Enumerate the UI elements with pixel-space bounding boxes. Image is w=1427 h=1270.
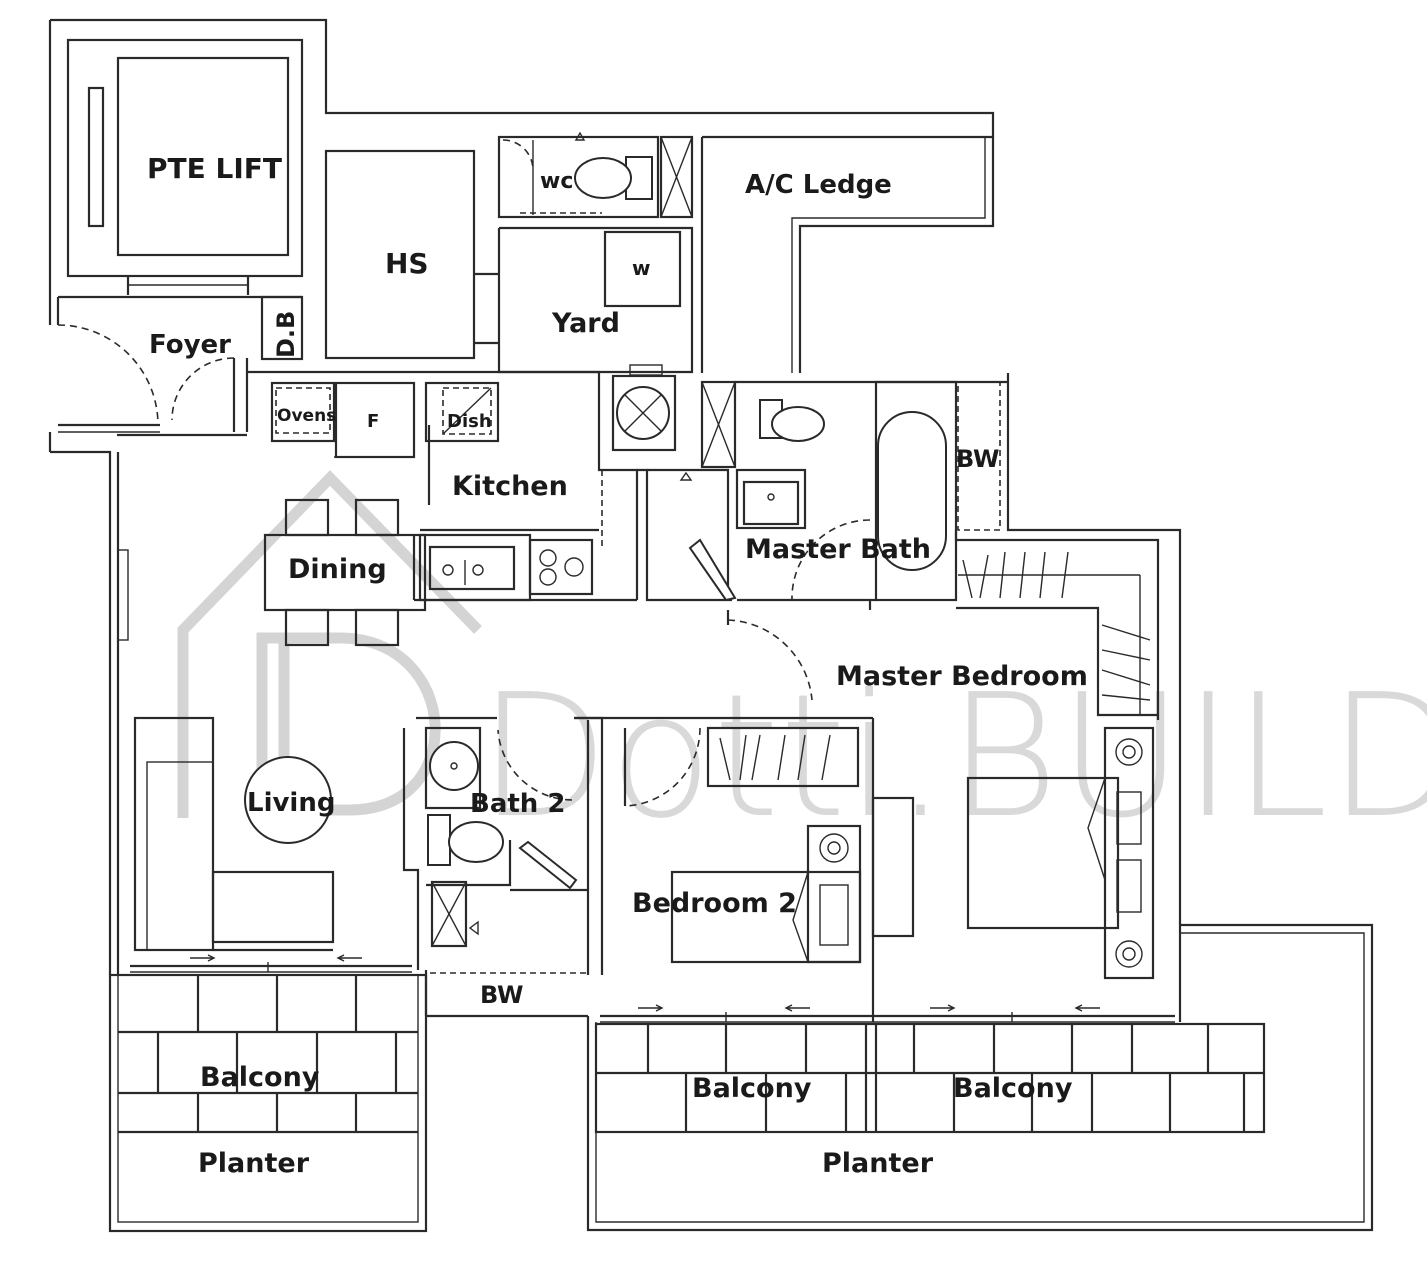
- label-bw-bath2: BW: [480, 981, 523, 1009]
- household-shelter: [324, 149, 476, 360]
- ac-ledge: [700, 135, 995, 373]
- label-ovens: Ovens: [277, 406, 336, 426]
- watermark: Dotti.BUILD: [177, 470, 1427, 856]
- label-dining: Dining: [288, 554, 387, 585]
- label-wc: wc: [540, 169, 573, 194]
- bedroom-2: [574, 716, 862, 964]
- label-foyer: Foyer: [149, 330, 231, 360]
- left-balcony: [108, 973, 428, 1233]
- exterior-walls: [48, 18, 1182, 1022]
- right-balcony: [586, 923, 1374, 1232]
- label-balcony-left: Balcony: [200, 1062, 320, 1093]
- label-balcony-mid: Balcony: [692, 1073, 812, 1104]
- bath-2: [402, 716, 604, 1018]
- label-planter-left: Planter: [198, 1148, 310, 1179]
- label-bath-2: Bath 2: [470, 789, 565, 819]
- label-planter-right: Planter: [822, 1148, 934, 1179]
- label-kitchen: Kitchen: [452, 471, 568, 502]
- label-living: Living: [247, 788, 335, 818]
- label-hs: HS: [385, 247, 429, 280]
- wc: [497, 131, 694, 219]
- label-balcony-right: Balcony: [953, 1073, 1073, 1104]
- master-bedroom-walls: [702, 610, 915, 1022]
- label-master-bedroom: Master Bedroom: [836, 661, 1088, 692]
- label-yard: Yard: [551, 308, 620, 339]
- master-bed: [966, 726, 1155, 980]
- master-wardrobe: [868, 530, 1160, 720]
- private-lift: [66, 38, 304, 295]
- label-w: w: [632, 256, 650, 280]
- label-bedroom-2: Bedroom 2: [632, 888, 797, 919]
- foyer: [56, 295, 304, 433]
- label-dish: Dish: [447, 411, 492, 432]
- room-labels: PTE LIFT HS wc A/C Ledge w Yard Foyer D.…: [147, 152, 1088, 1179]
- living: [133, 716, 335, 952]
- sliding-doors: [130, 954, 1175, 1023]
- label-ac-ledge: A/C Ledge: [745, 170, 892, 200]
- watermark-text: Dotti.BUILD: [478, 658, 1427, 856]
- label-fridge: F: [367, 411, 379, 432]
- label-db: D.B: [272, 311, 300, 358]
- master-bath: [637, 380, 1008, 602]
- label-master-bath: Master Bath: [745, 534, 931, 565]
- label-bw-master: BW: [956, 445, 999, 473]
- yard: [497, 226, 694, 452]
- dining: [263, 498, 427, 647]
- kitchen: [247, 370, 639, 602]
- label-pte-lift: PTE LIFT: [147, 152, 282, 185]
